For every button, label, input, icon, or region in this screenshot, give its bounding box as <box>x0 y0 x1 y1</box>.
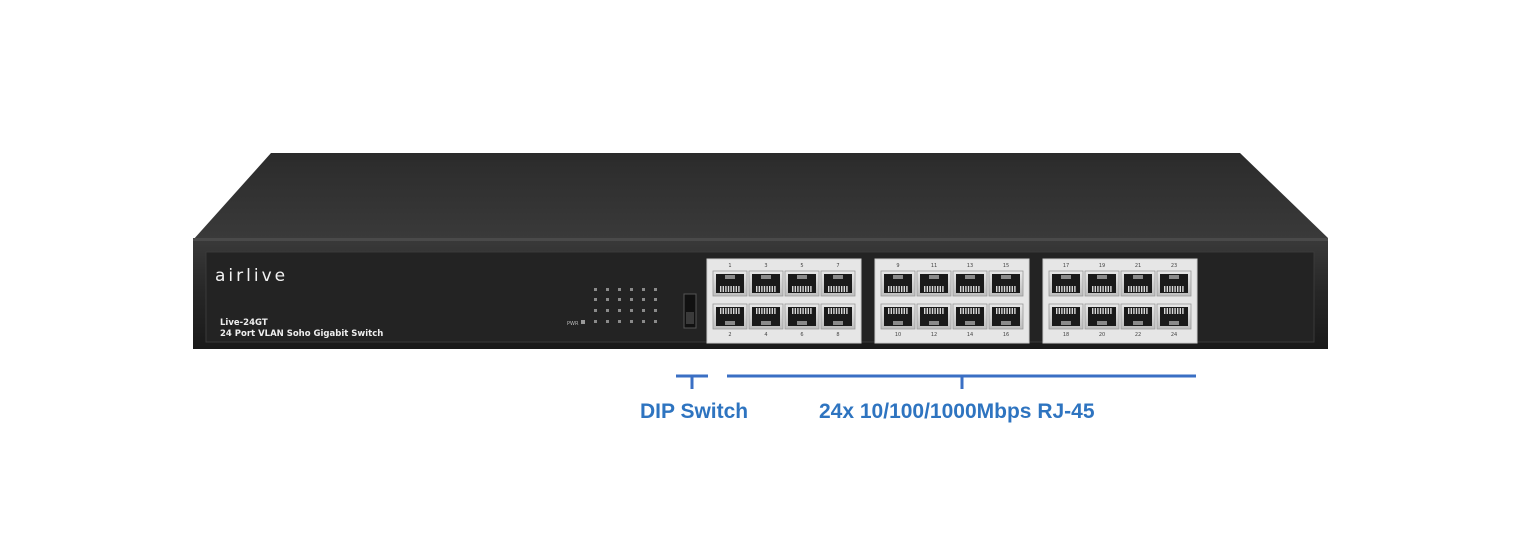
port-led-icon <box>594 298 597 301</box>
port-led-icon <box>594 309 597 312</box>
port-led-icon <box>630 288 633 291</box>
brand-logo: airlive <box>215 266 288 286</box>
rj45-port[interactable] <box>1084 303 1120 330</box>
rj45-port[interactable] <box>1048 303 1084 330</box>
led-indicator-area <box>594 288 657 323</box>
port-led-icon <box>654 288 657 291</box>
rj45-port[interactable] <box>748 270 784 297</box>
port-led-icon <box>630 320 633 323</box>
port-number-label: 7 <box>836 263 839 269</box>
port-led-icon <box>642 298 645 301</box>
rj45-port[interactable] <box>952 303 988 330</box>
port-led-icon <box>606 298 609 301</box>
rj45-port[interactable] <box>784 270 820 297</box>
port-number-label: 1 <box>728 263 731 269</box>
model-name: Live-24GT <box>220 318 268 328</box>
rj45-port[interactable] <box>712 270 748 297</box>
port-led-icon <box>654 309 657 312</box>
rj45-port[interactable] <box>1156 303 1192 330</box>
rj45-port-area <box>706 258 1198 344</box>
port-led-icon <box>606 288 609 291</box>
rj45-port[interactable] <box>1084 270 1120 297</box>
port-led-icon <box>630 298 633 301</box>
port-number-label: 5 <box>800 263 803 269</box>
port-number-label: 12 <box>931 332 937 338</box>
rj45-port[interactable] <box>988 270 1024 297</box>
rj45-ports-label: 24x 10/100/1000Mbps RJ-45 <box>819 400 1095 423</box>
port-number-label: 23 <box>1171 263 1177 269</box>
port-led-icon <box>594 320 597 323</box>
rj45-port[interactable] <box>1120 270 1156 297</box>
port-led-icon <box>618 298 621 301</box>
switch-top-panel <box>193 153 1328 240</box>
port-number-label: 2 <box>728 332 731 338</box>
port-number-label: 17 <box>1063 263 1069 269</box>
port-led-icon <box>642 288 645 291</box>
port-number-label: 6 <box>800 332 803 338</box>
rj45-port[interactable] <box>748 303 784 330</box>
rj45-port[interactable] <box>880 303 916 330</box>
port-number-label: 11 <box>931 263 937 269</box>
rj45-port[interactable] <box>988 303 1024 330</box>
rj45-port[interactable] <box>820 303 856 330</box>
pwr-label: PWR <box>567 321 579 327</box>
port-number-label: 8 <box>836 332 839 338</box>
rj45-port[interactable] <box>712 303 748 330</box>
port-led-icon <box>618 320 621 323</box>
rj45-port[interactable] <box>784 303 820 330</box>
rj45-port[interactable] <box>820 270 856 297</box>
port-led-icon <box>630 309 633 312</box>
port-number-label: 15 <box>1003 263 1009 269</box>
rj45-port[interactable] <box>952 270 988 297</box>
port-led-icon <box>654 320 657 323</box>
pwr-led-icon <box>581 320 585 324</box>
port-number-label: 16 <box>1003 332 1009 338</box>
rj45-port[interactable] <box>916 270 952 297</box>
dip-switch-label: DIP Switch <box>640 400 749 423</box>
port-number-label: 10 <box>895 332 901 338</box>
port-led-icon <box>606 309 609 312</box>
port-number-label: 9 <box>896 263 899 269</box>
dip-switch-callout-line <box>676 374 708 389</box>
port-led-icon <box>654 298 657 301</box>
port-number-label: 21 <box>1135 263 1141 269</box>
rj45-port[interactable] <box>916 303 952 330</box>
port-led-icon <box>642 320 645 323</box>
port-number-label: 4 <box>764 332 767 338</box>
port-number-label: 24 <box>1171 332 1177 338</box>
port-number-label: 14 <box>967 332 973 338</box>
rj45-port[interactable] <box>1120 303 1156 330</box>
rj45-port[interactable] <box>1048 270 1084 297</box>
rj45-port[interactable] <box>880 270 916 297</box>
port-led-icon <box>618 288 621 291</box>
port-number-label: 18 <box>1063 332 1069 338</box>
port-number-label: 20 <box>1099 332 1105 338</box>
port-led-icon <box>618 309 621 312</box>
port-led-icon <box>642 309 645 312</box>
port-led-icon <box>594 288 597 291</box>
port-led-icon <box>606 320 609 323</box>
port-number-label: 19 <box>1099 263 1105 269</box>
model-description: 24 Port VLAN Soho Gigabit Switch <box>220 329 383 339</box>
rj45-callout-line <box>727 374 1196 389</box>
rj45-port[interactable] <box>1156 270 1192 297</box>
port-number-label: 22 <box>1135 332 1141 338</box>
port-number-label: 3 <box>764 263 767 269</box>
port-number-label: 13 <box>967 263 973 269</box>
